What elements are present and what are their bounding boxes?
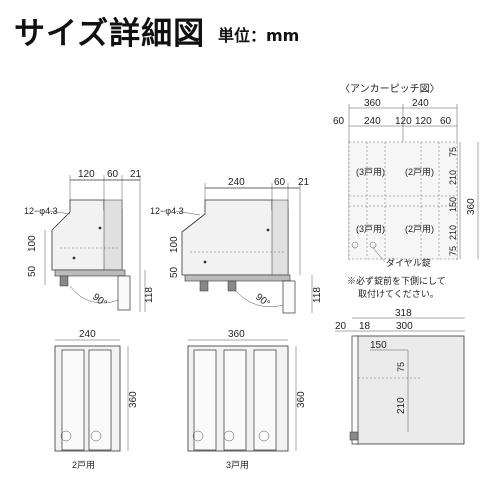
hole-label-b: 12−φ4.3: [150, 206, 184, 216]
unit-label: 単位：mm: [218, 26, 300, 45]
side-dim-18: 18: [359, 321, 371, 332]
side-inner-75: 75: [396, 362, 406, 372]
front2-height: 360: [128, 391, 139, 408]
dim-240: 240: [228, 177, 245, 188]
side-section-view: 318 20 18 300 150 75 210: [335, 308, 465, 445]
unit-label-3: (3戸用): [356, 224, 385, 234]
front2-caption: 2戸用: [72, 460, 95, 470]
anchor-dim-240: 240: [412, 98, 429, 109]
anchor-dim-360: 360: [364, 98, 381, 109]
side-dim-20: 20: [335, 321, 347, 332]
anchor-dim-120b: 120: [415, 116, 432, 127]
anchor-rdim-75b: 75: [448, 246, 458, 256]
anchor-pitch-diagram: 〈アンカーピッチ図〉 360 240 60 240 120 120 60 (3戸…: [333, 83, 479, 299]
dim-118b: 118: [312, 287, 323, 303]
dim-60b: 60: [274, 177, 286, 188]
anchor-rdim-150: 150: [448, 197, 458, 212]
anchor-dim-120a: 120: [395, 116, 412, 127]
side-mount-view-2: 120 60 21 12−φ4.3 50 100 90° 118: [24, 169, 155, 312]
note-line-2: 取付けてください。: [358, 289, 439, 299]
anchor-rdim-75a: 75: [448, 147, 458, 157]
unit-label-4: (2戸用): [405, 224, 434, 234]
anchor-dim-60b: 60: [440, 116, 452, 127]
anchor-dim-240a: 240: [364, 116, 381, 127]
anchor-title: 〈アンカーピッチ図〉: [340, 83, 440, 95]
angle-90: 90°: [90, 292, 109, 310]
dim-120: 120: [78, 169, 95, 180]
side-inner-210: 210: [396, 397, 407, 414]
front3-width: 360: [228, 329, 245, 340]
dim-50b: 50: [169, 266, 180, 278]
front3-height: 360: [296, 391, 307, 408]
unit-label-1: (3戸用): [356, 167, 385, 177]
hole-label: 12−φ4.3: [24, 206, 58, 216]
dim-21b: 21: [298, 177, 310, 188]
dim-60: 60: [107, 169, 119, 180]
anchor-rdim-210a: 210: [448, 170, 458, 185]
dim-50: 50: [27, 265, 38, 277]
dim-118: 118: [144, 287, 155, 303]
note-line-1: ※必ず錠前を下側にして: [347, 275, 446, 286]
side-overall-318: 318: [395, 308, 412, 319]
side-mount-view-3: 240 60 21 12−φ4.3 50 100 90° 118: [150, 177, 323, 314]
dial-lock-label: ダイヤル錠: [386, 257, 431, 268]
anchor-dim-60a: 60: [333, 116, 345, 127]
anchor-rdim-360: 360: [466, 198, 477, 215]
front-view-2: 240 360 2戸用: [54, 329, 139, 470]
dim-21: 21: [130, 169, 142, 180]
front2-width: 240: [79, 329, 96, 340]
side-dim-300: 300: [396, 321, 413, 332]
dim-100b: 100: [169, 236, 180, 253]
dim-100: 100: [27, 235, 38, 252]
anchor-rdim-210b: 210: [448, 225, 458, 240]
side-inner-150: 150: [370, 340, 387, 351]
front-view-3: 360 360 3戸用: [187, 329, 307, 470]
unit-label-2: (2戸用): [405, 167, 434, 177]
front3-caption: 3戸用: [226, 460, 249, 470]
page-title: サイズ詳細図: [14, 16, 206, 52]
